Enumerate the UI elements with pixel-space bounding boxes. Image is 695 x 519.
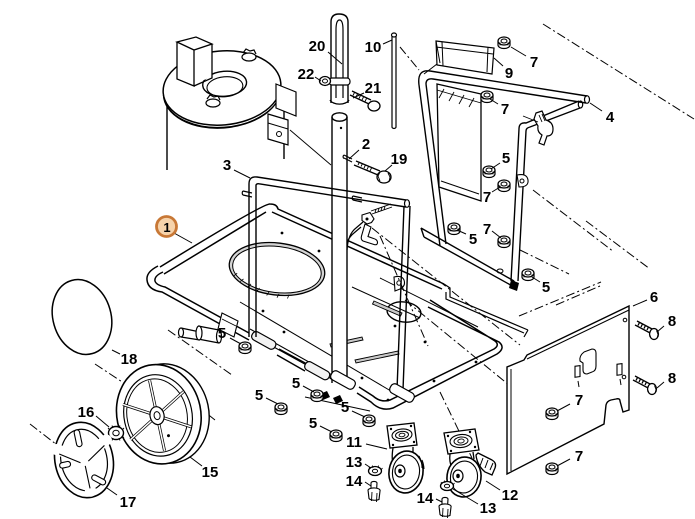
svg-text:5: 5 (255, 387, 263, 404)
svg-text:5: 5 (542, 279, 550, 296)
svg-text:20: 20 (309, 38, 326, 55)
svg-text:5: 5 (218, 325, 226, 342)
svg-text:5: 5 (292, 375, 300, 392)
svg-text:5: 5 (341, 399, 349, 416)
svg-text:17: 17 (120, 494, 137, 511)
svg-text:16: 16 (78, 404, 95, 421)
svg-text:19: 19 (391, 151, 408, 168)
svg-text:5: 5 (502, 150, 510, 167)
svg-text:8: 8 (668, 313, 676, 330)
svg-text:6: 6 (650, 289, 658, 306)
svg-text:7: 7 (501, 101, 509, 118)
svg-text:21: 21 (365, 80, 382, 97)
svg-text:12: 12 (502, 487, 519, 504)
svg-text:14: 14 (346, 473, 363, 490)
svg-text:7: 7 (483, 189, 491, 206)
svg-text:3: 3 (223, 157, 231, 174)
svg-text:11: 11 (346, 434, 362, 451)
svg-text:4: 4 (606, 109, 615, 126)
svg-text:7: 7 (575, 392, 583, 409)
svg-text:9: 9 (505, 65, 513, 82)
svg-text:7: 7 (575, 448, 583, 465)
svg-text:7: 7 (483, 221, 491, 238)
svg-text:18: 18 (121, 351, 138, 368)
svg-text:13: 13 (346, 454, 363, 471)
svg-text:10: 10 (365, 39, 382, 56)
svg-text:14: 14 (417, 490, 434, 507)
svg-text:8: 8 (668, 370, 676, 387)
svg-text:1: 1 (163, 220, 170, 235)
svg-text:22: 22 (298, 66, 315, 83)
svg-text:13: 13 (480, 500, 497, 517)
svg-text:2: 2 (362, 136, 370, 153)
svg-text:5: 5 (469, 231, 477, 248)
svg-text:15: 15 (202, 464, 219, 481)
svg-text:5: 5 (309, 415, 317, 432)
svg-text:7: 7 (530, 54, 538, 71)
